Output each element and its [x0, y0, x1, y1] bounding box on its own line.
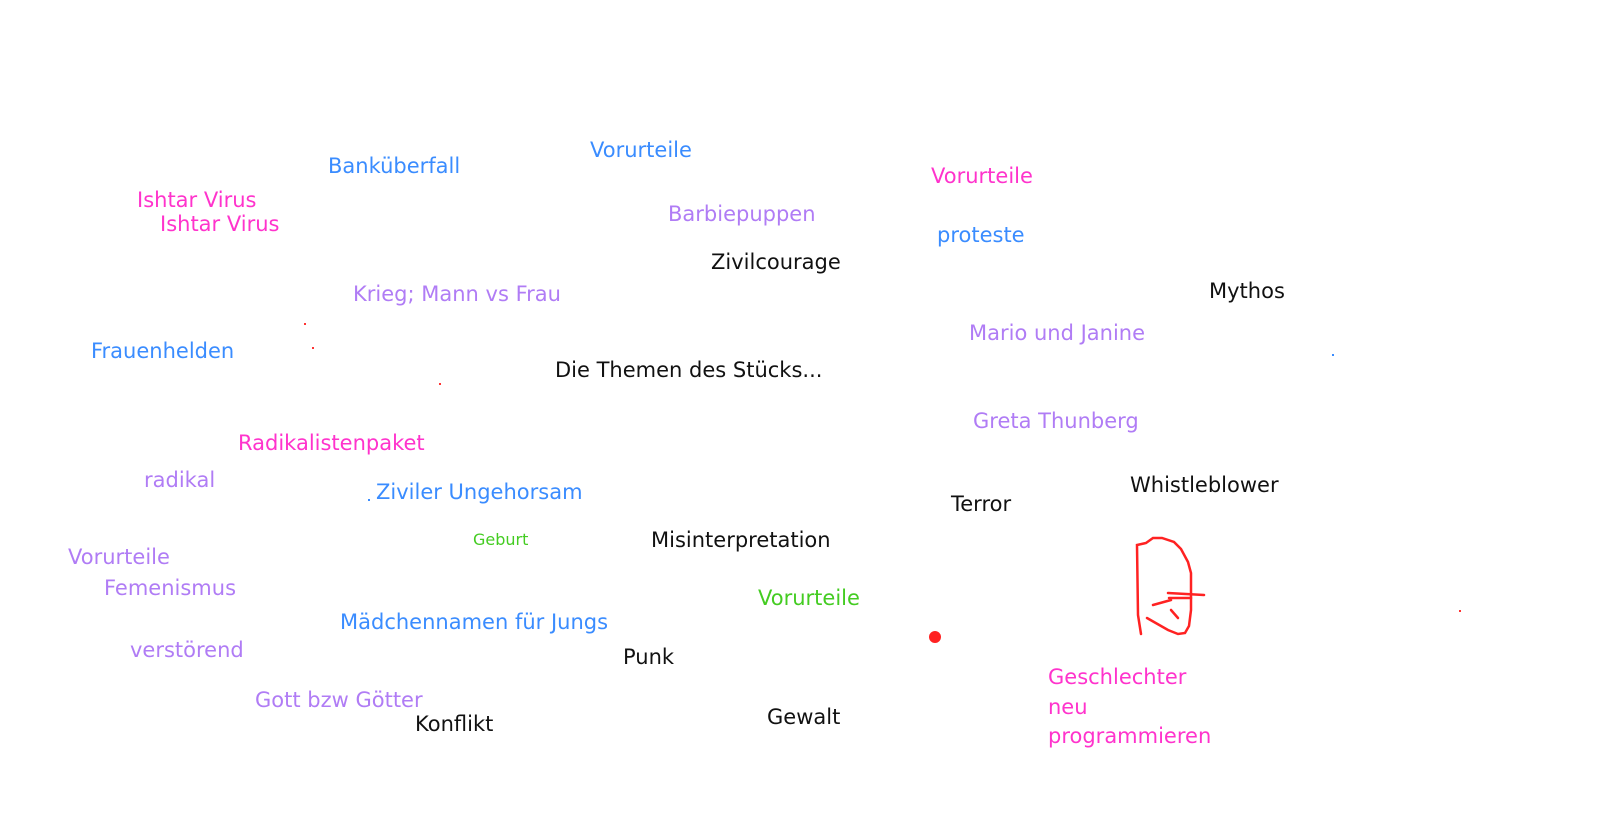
note-barbiepuppen[interactable]: Barbiepuppen — [668, 202, 816, 226]
note-gewalt[interactable]: Gewalt — [767, 705, 841, 729]
ink-dot — [1332, 354, 1334, 356]
note-ziviler-ungehorsam[interactable]: Ziviler Ungehorsam — [376, 480, 583, 504]
note-bankueberfall[interactable]: Banküberfall — [328, 154, 461, 178]
note-punk[interactable]: Punk — [623, 645, 675, 669]
note-radikalistenpaket[interactable]: Radikalistenpaket — [238, 431, 425, 455]
note-mythos[interactable]: Mythos — [1209, 279, 1285, 303]
freehand-sketch — [1135, 536, 1206, 636]
note-ishtar-virus-1[interactable]: Ishtar Virus — [137, 188, 257, 212]
note-frauenhelden[interactable]: Frauenhelden — [91, 339, 235, 363]
note-terror[interactable]: Terror — [951, 492, 1012, 516]
note-greta-thunberg[interactable]: Greta Thunberg — [973, 409, 1139, 433]
note-femenismus[interactable]: Femenismus — [104, 576, 237, 600]
note-misinterpretation[interactable]: Misinterpretation — [651, 528, 831, 552]
note-krieg[interactable]: Krieg; Mann vs Frau — [353, 282, 561, 306]
note-vorurteile-purple[interactable]: Vorurteile — [68, 545, 170, 569]
note-line: Geschlechter — [1048, 665, 1187, 689]
note-mario-und-janine[interactable]: Mario und Janine — [969, 321, 1146, 345]
note-verstoerend[interactable]: verstörend — [130, 638, 244, 662]
ink-dot — [439, 383, 441, 385]
note-themen-title[interactable]: Die Themen des Stücks... — [555, 358, 823, 382]
note-zivilcourage[interactable]: Zivilcourage — [711, 250, 841, 274]
note-geburt[interactable]: Geburt — [473, 530, 529, 549]
note-vorurteile-blue[interactable]: Vorurteile — [590, 138, 692, 162]
pointer-dot — [929, 631, 941, 643]
note-proteste[interactable]: proteste — [937, 223, 1025, 247]
note-maedchennamen[interactable]: Mädchennamen für Jungs — [340, 610, 609, 634]
ink-dot — [1459, 610, 1461, 612]
ink-dot — [304, 323, 306, 325]
note-radikal[interactable]: radikal — [144, 468, 216, 492]
note-line: neu — [1048, 694, 1088, 719]
note-vorurteile-pink[interactable]: Vorurteile — [931, 164, 1033, 188]
ink-dot — [312, 347, 314, 349]
note-ishtar-virus-2[interactable]: Ishtar Virus — [160, 212, 280, 236]
note-konflikt[interactable]: Konflikt — [415, 712, 494, 736]
note-vorurteile-green[interactable]: Vorurteile — [758, 586, 860, 610]
note-geschlechter-neu-programmieren[interactable]: Geschlechter neu programmieren — [1048, 663, 1211, 752]
note-whistleblower[interactable]: Whistleblower — [1130, 473, 1279, 497]
note-gott-bzw-goetter[interactable]: Gott bzw Götter — [255, 688, 423, 712]
ink-dot — [368, 499, 370, 501]
note-line: programmieren — [1048, 724, 1212, 748]
